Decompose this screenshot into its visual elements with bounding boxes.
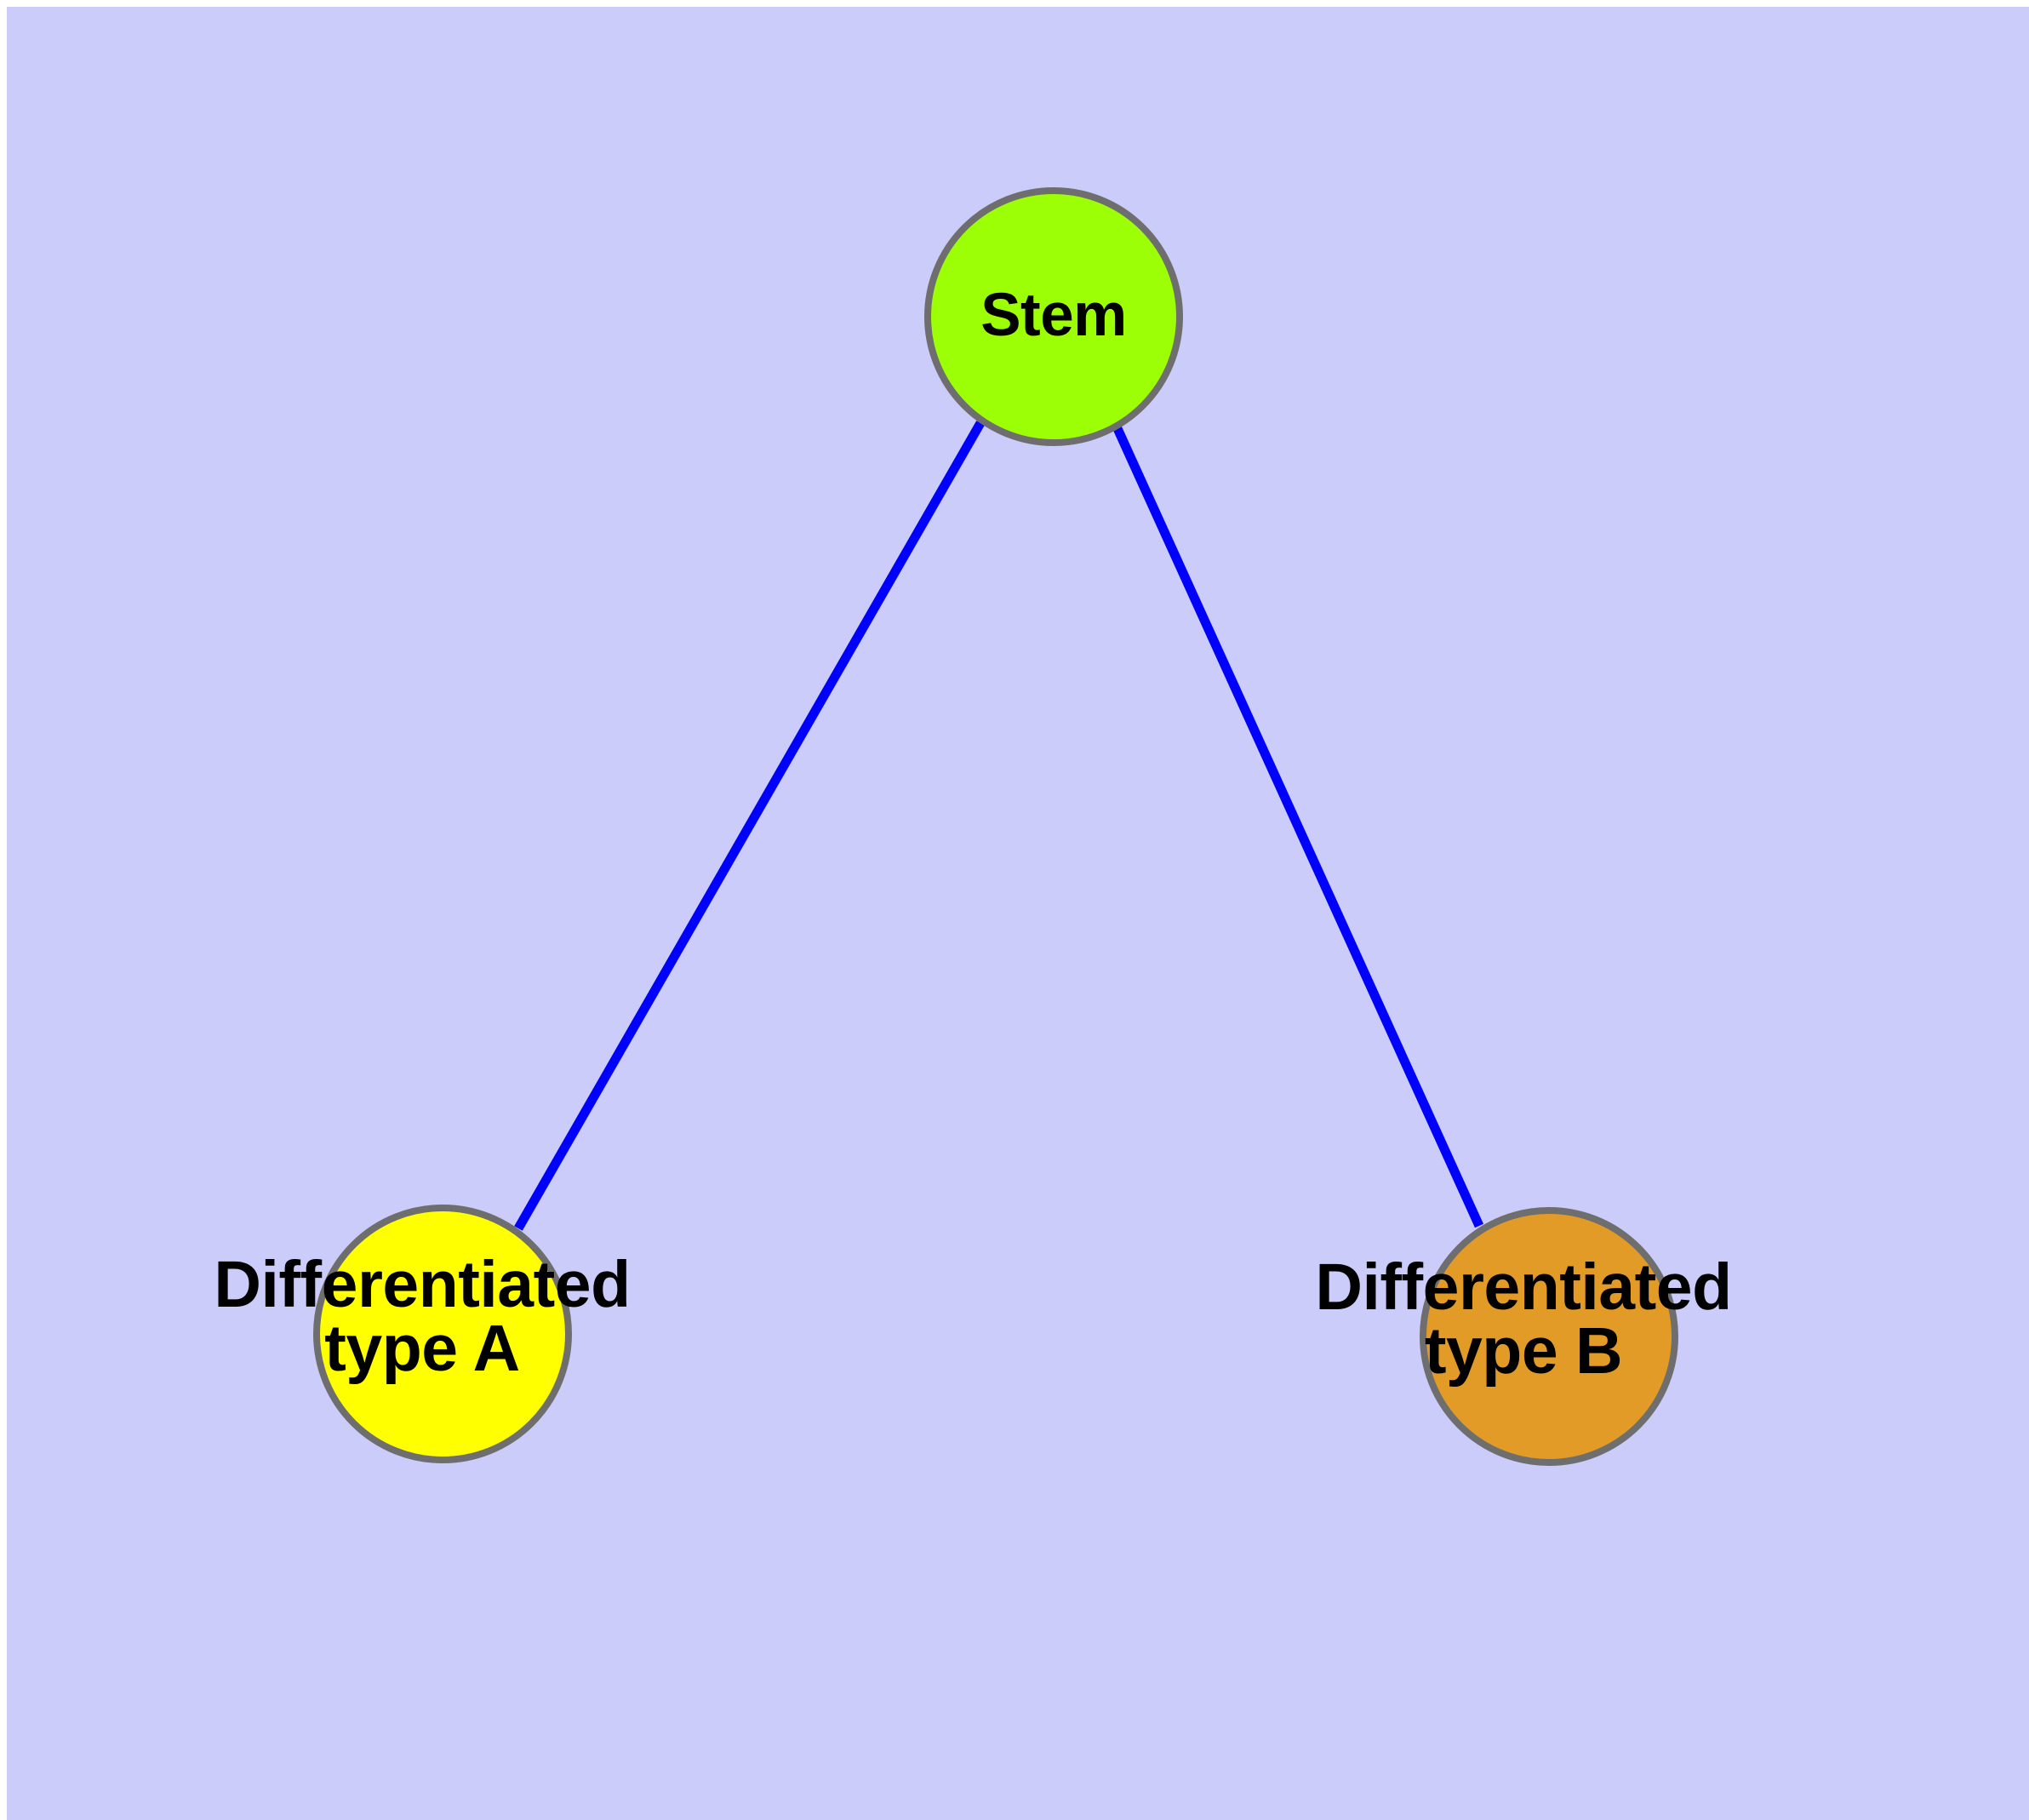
edge-stem-to-differentiated-type-a[interactable]	[514, 421, 985, 1231]
node-circle-differentiated-type-b[interactable]	[1420, 1207, 1678, 1466]
edge-layer	[514, 421, 1484, 1231]
node-layer	[313, 187, 1678, 1466]
node-circle-differentiated-type-a[interactable]	[313, 1205, 572, 1463]
edge-stem-to-differentiated-type-b[interactable]	[1111, 422, 1484, 1228]
node-circle-stem[interactable]	[924, 187, 1183, 446]
